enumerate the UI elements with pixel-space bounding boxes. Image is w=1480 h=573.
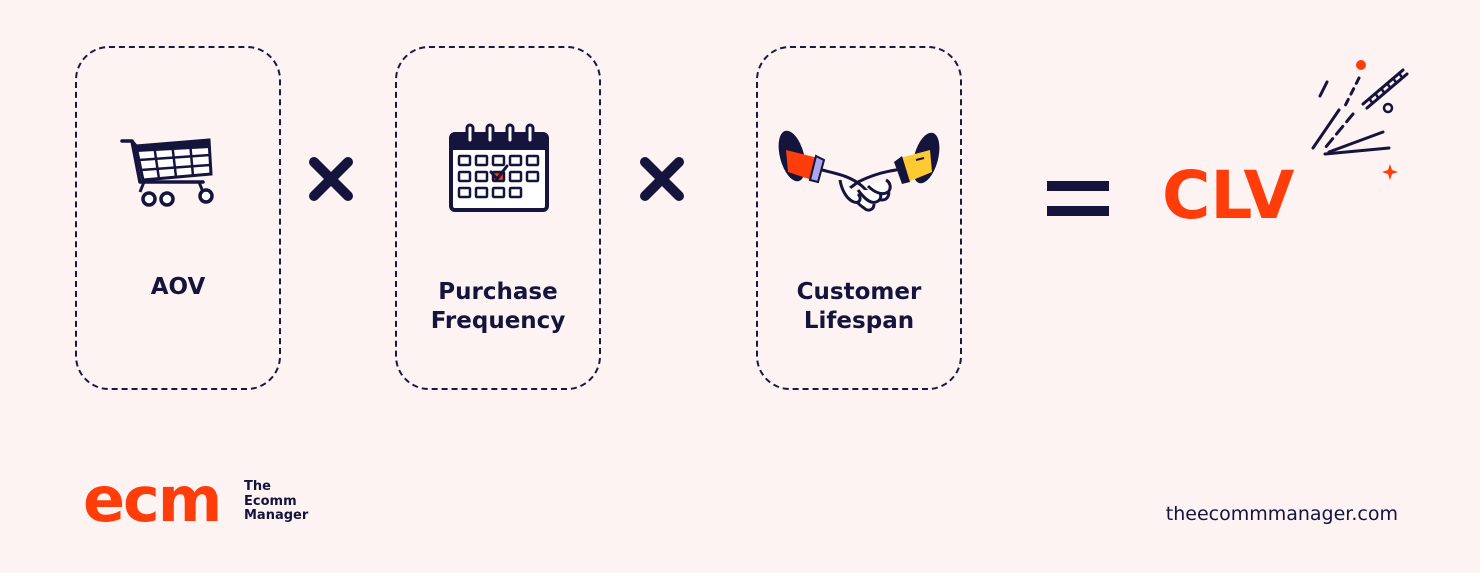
purchase-frequency-card: Purchase Frequency bbox=[395, 46, 601, 390]
times-icon bbox=[640, 157, 684, 201]
purchase-frequency-label: Purchase Frequency bbox=[430, 279, 566, 334]
clv-result: CLV bbox=[1162, 157, 1295, 234]
aov-label: AOV bbox=[150, 274, 206, 300]
brand-name: The Ecomm Manager bbox=[244, 479, 309, 523]
ecm-logo: ecm bbox=[83, 463, 222, 536]
aov-card: AOV bbox=[75, 46, 281, 390]
times-icon bbox=[309, 157, 353, 201]
shopping-cart-icon bbox=[120, 138, 214, 207]
website-link[interactable]: theecommmanager.com bbox=[1165, 503, 1398, 525]
customer-lifespan-label: Customer Lifespan bbox=[796, 279, 922, 334]
handshake-icon bbox=[778, 130, 940, 212]
equals-icon bbox=[1047, 181, 1109, 216]
customer-lifespan-card: Customer Lifespan bbox=[756, 46, 962, 390]
calendar-icon bbox=[449, 123, 549, 212]
confetti-icon bbox=[1311, 60, 1409, 180]
